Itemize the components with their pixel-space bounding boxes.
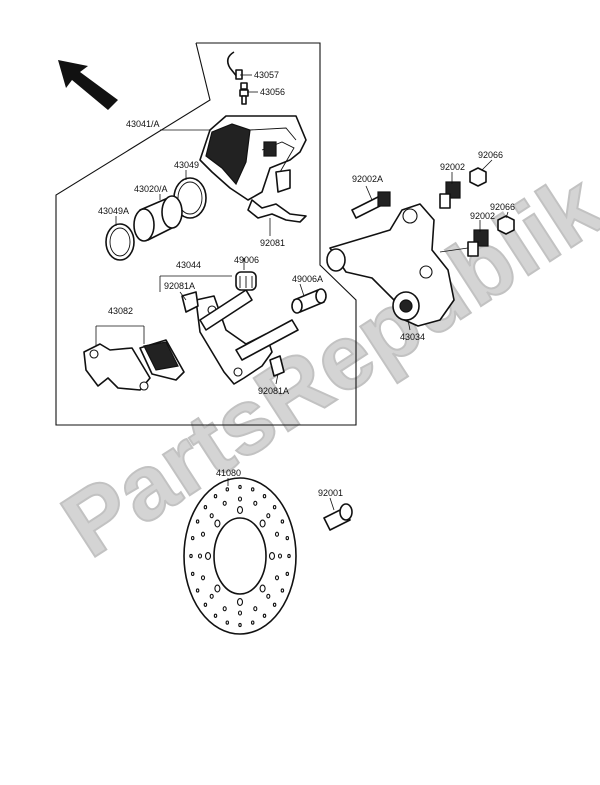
disc-hole <box>204 552 212 560</box>
dust-seal-43049A <box>105 223 135 261</box>
disc-hole <box>280 519 285 524</box>
clip-92081A-top <box>181 291 199 313</box>
disc-hole <box>238 484 242 490</box>
piston-43020A <box>133 195 183 242</box>
disc-hole <box>272 505 277 510</box>
disc-hole <box>238 622 242 628</box>
pad-spring-92081 <box>247 199 307 223</box>
brake-pad-43082 <box>83 339 185 391</box>
disc-hole <box>274 531 280 537</box>
label-43049A: 43049A <box>98 206 129 216</box>
label-92066-mid: 92066 <box>490 202 515 212</box>
label-92002-mid: 92002 <box>470 211 495 221</box>
disc-bolt-92001 <box>323 503 353 531</box>
disc-hole <box>259 584 266 593</box>
disc-hole <box>195 519 200 524</box>
disc-hole <box>190 571 195 577</box>
disc-hole <box>285 571 290 577</box>
bolt-92002-top <box>439 181 461 209</box>
disc-hole <box>259 519 266 528</box>
torque-bracket-43034 <box>326 203 455 327</box>
disc-hole <box>287 553 291 559</box>
label-43082: 43082 <box>108 306 133 316</box>
disc-hole <box>213 494 218 499</box>
caliper-body-43041A <box>199 115 307 201</box>
disc-hole <box>203 505 208 510</box>
label-92001: 92001 <box>318 488 343 498</box>
bleeder-valve-43056 <box>239 82 249 105</box>
bolt-92002-mid <box>467 229 489 257</box>
label-92002-top: 92002 <box>440 162 465 172</box>
disc-hole <box>253 606 258 612</box>
leader-lines <box>95 74 509 511</box>
disc-hole <box>268 552 276 560</box>
nut-92066-top <box>469 167 487 187</box>
label-92002A: 92002A <box>352 174 383 184</box>
disc-hole <box>266 513 271 519</box>
disc-hole <box>209 593 214 599</box>
disc-hole <box>190 535 195 541</box>
brake-disc-41080 <box>183 477 297 635</box>
label-92066-top: 92066 <box>478 150 503 160</box>
label-92081A-top: 92081A <box>164 281 195 291</box>
disc-hole <box>222 606 227 612</box>
disc-hole <box>237 610 243 616</box>
pin-boot-49006A <box>291 288 327 314</box>
disc-hole <box>250 620 255 625</box>
disc-hole <box>236 506 244 514</box>
label-92081: 92081 <box>260 238 285 248</box>
disc-hole <box>272 602 277 607</box>
disc-hole <box>203 602 208 607</box>
label-43056: 43056 <box>260 87 285 97</box>
label-43049: 43049 <box>174 160 199 170</box>
disc-hole <box>262 494 267 499</box>
disc-hole <box>209 513 214 519</box>
disc-hole <box>189 553 193 559</box>
disc-hole <box>237 496 243 502</box>
disc-hole <box>225 487 230 492</box>
nut-92066-mid <box>497 215 515 235</box>
disc-hole <box>253 500 258 506</box>
disc-hole <box>225 620 230 625</box>
disc-hole <box>285 535 290 541</box>
disc-hole <box>200 575 206 581</box>
pin-boot-49006 <box>235 271 257 291</box>
bolt-92002A <box>351 191 391 219</box>
bleeder-cap-43057 <box>226 51 243 80</box>
label-92081A-bottom: 92081A <box>258 386 289 396</box>
label-49006: 49006 <box>234 255 259 265</box>
label-43034: 43034 <box>400 332 425 342</box>
disc-hole <box>214 584 221 593</box>
caliper-assembly-frame <box>55 42 357 426</box>
disc-hole <box>274 575 280 581</box>
disc-hole <box>236 598 244 606</box>
disc-hole <box>222 500 227 506</box>
label-43057: 43057 <box>254 70 279 80</box>
label-43020A: 43020/A <box>134 184 168 194</box>
label-43044: 43044 <box>176 260 201 270</box>
disc-hole <box>277 553 283 559</box>
disc-hole <box>214 519 221 528</box>
arrow-up-left-icon <box>58 60 118 110</box>
disc-hole <box>197 553 203 559</box>
label-49006A: 49006A <box>292 274 323 284</box>
disc-hole <box>213 613 218 618</box>
disc-hole <box>200 531 206 537</box>
disc-hole <box>280 588 285 593</box>
clip-92081A-bottom <box>269 355 285 377</box>
disc-hole <box>266 593 271 599</box>
label-41080: 41080 <box>216 468 241 478</box>
disc-hole <box>195 588 200 593</box>
disc-hole <box>262 613 267 618</box>
label-43041A: 43041/A <box>126 119 160 129</box>
disc-hole <box>250 487 255 492</box>
caliper-bracket-43044 <box>195 289 299 385</box>
